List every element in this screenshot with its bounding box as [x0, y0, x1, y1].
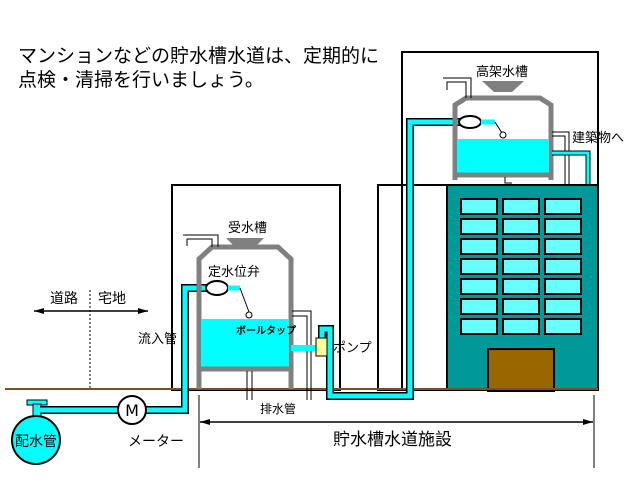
road-label: 道路 — [50, 291, 78, 307]
float-valve — [205, 280, 229, 296]
elevated-tank-vent — [443, 77, 472, 98]
main-valve-stem — [32, 403, 42, 417]
pump — [315, 337, 328, 357]
inflow-pipe-label: 流入管 — [138, 332, 177, 347]
building-window — [544, 298, 582, 315]
supply-pipe — [552, 151, 590, 184]
arrow-right-icon — [138, 308, 148, 314]
receiving-tank-vent — [183, 234, 219, 247]
building-windows — [460, 198, 582, 335]
elevated-ball-tap-arm — [494, 121, 503, 134]
building-window — [460, 238, 498, 255]
receiving-tank-water — [201, 319, 289, 367]
pump-label: ポンプ — [333, 341, 372, 356]
building-window — [460, 318, 498, 335]
building-window — [460, 198, 498, 215]
elevated-tank-wall — [452, 95, 554, 180]
receiving-tank-wall — [196, 244, 294, 389]
overflow-pipe — [292, 310, 312, 400]
water-meter — [117, 395, 147, 425]
riser-pipe — [319, 119, 462, 399]
arrow-left-icon — [34, 308, 44, 314]
facility-range-label: 貯水槽水道施設 — [333, 430, 452, 450]
elevated-tank-manhole — [482, 81, 524, 92]
building-window — [502, 238, 540, 255]
ball-tap-label: ボールタップ — [236, 324, 297, 337]
elevated-tank-label: 高架水槽 — [476, 64, 528, 80]
building-window — [502, 258, 540, 275]
elevated-overflow-pipe — [552, 131, 570, 184]
building-door — [487, 348, 555, 392]
distribution-main-pipe — [11, 415, 61, 465]
building-window — [502, 198, 540, 215]
arrow-left-icon — [200, 419, 210, 425]
to-building-label: 建築物へ — [572, 131, 624, 146]
building-window — [502, 298, 540, 315]
building-window — [544, 258, 582, 275]
building-window — [544, 218, 582, 235]
drain-pipe — [246, 371, 253, 400]
meter-label: メーター — [128, 434, 184, 450]
elevated-tank-water — [457, 139, 549, 173]
building-window — [544, 198, 582, 215]
supply-pipe-outline — [552, 150, 591, 184]
elevated-ball-tap-float — [499, 131, 507, 139]
building-window — [460, 278, 498, 295]
distribution-main-label: 配水管 — [15, 434, 57, 450]
building-window — [502, 218, 540, 235]
ball-tap-arm — [239, 287, 250, 313]
building-window — [544, 318, 582, 335]
title-line-2: 点検・清掃を行いましょう。 — [18, 69, 264, 91]
building-window — [460, 298, 498, 315]
drain-pipe-label: 排水管 — [260, 401, 296, 416]
receiving-tank-label: 受水槽 — [228, 221, 267, 236]
float-valve-label: 定水位弁 — [208, 265, 260, 280]
building-window — [544, 238, 582, 255]
residential-land-label: 宅地 — [98, 291, 126, 307]
ball-tap-float — [245, 311, 253, 319]
building-window — [502, 278, 540, 295]
arrow-right-icon — [583, 419, 593, 425]
building-window — [502, 318, 540, 335]
building-window — [544, 278, 582, 295]
meter-symbol: M — [125, 401, 139, 420]
building-window — [460, 258, 498, 275]
elevated-float-valve — [458, 115, 482, 129]
building-window — [460, 218, 498, 235]
title-line-1: マンションなどの貯水槽水道は、定期的に — [18, 45, 379, 67]
elevated-drain — [504, 177, 512, 184]
